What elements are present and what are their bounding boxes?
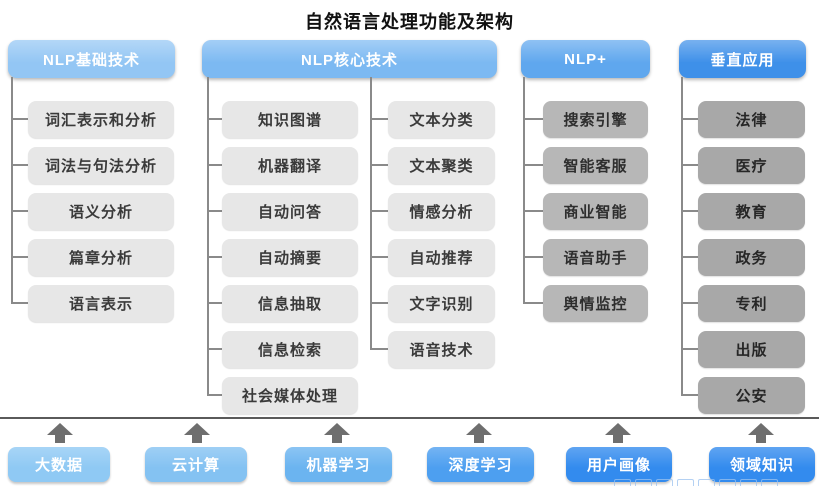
- node-semantic-analysis: 语义分析: [28, 193, 174, 230]
- connector-stub: [681, 348, 698, 350]
- connector-stub: [207, 210, 222, 212]
- connector-stub: [681, 210, 698, 212]
- foundation-user-profile: 用户画像: [566, 447, 672, 482]
- foundation-cloud-computing: 云计算: [145, 447, 247, 482]
- connector-stub: [523, 118, 543, 120]
- node-sentiment-analysis: 情感分析: [388, 193, 495, 230]
- connector-stub: [370, 302, 388, 304]
- header-nlp-plus: NLP+: [521, 40, 650, 78]
- node-law: 法律: [698, 101, 805, 138]
- connector-stub: [207, 118, 222, 120]
- connector-stub: [11, 302, 28, 304]
- connector-stub: [523, 256, 543, 258]
- up-arrow-stem: [474, 434, 484, 443]
- node-education: 教育: [698, 193, 805, 230]
- node-question-answering: 自动问答: [222, 193, 358, 230]
- node-social-media-processing: 社会媒体处理: [222, 377, 358, 414]
- node-information-retrieval: 信息检索: [222, 331, 358, 368]
- connector-stub: [370, 348, 388, 350]
- connector-stub: [681, 164, 698, 166]
- node-business-intelligence: 商业智能: [543, 193, 648, 230]
- up-arrow-icon: [466, 423, 492, 435]
- node-patent: 专利: [698, 285, 805, 322]
- connector-line: [681, 77, 683, 395]
- connector-stub: [681, 118, 698, 120]
- connector-stub: [11, 210, 28, 212]
- foundation-machine-learning: 机器学习: [285, 447, 392, 482]
- connector-stub: [207, 256, 222, 258]
- connector-stub: [207, 302, 222, 304]
- connector-stub: [207, 348, 222, 350]
- node-language-representation: 语言表示: [28, 285, 174, 322]
- up-arrow-icon: [47, 423, 73, 435]
- connector-stub: [681, 302, 698, 304]
- node-public-security: 公安: [698, 377, 805, 414]
- up-arrow-stem: [55, 434, 65, 443]
- node-speech-technology: 语音技术: [388, 331, 495, 368]
- connector-stub: [207, 394, 222, 396]
- node-discourse-analysis: 篇章分析: [28, 239, 174, 276]
- node-text-clustering: 文本聚类: [388, 147, 495, 184]
- node-morphology-syntax: 词法与句法分析: [28, 147, 174, 184]
- connector-line: [11, 77, 13, 303]
- connector-line: [207, 77, 209, 395]
- foundation-domain-knowledge: 领域知识: [709, 447, 815, 482]
- up-arrow-icon: [605, 423, 631, 435]
- up-arrow-icon: [748, 423, 774, 435]
- node-lexical-representation: 词汇表示和分析: [28, 101, 174, 138]
- node-information-extraction: 信息抽取: [222, 285, 358, 322]
- connector-stub: [523, 302, 543, 304]
- connector-stub: [370, 256, 388, 258]
- connector-stub: [11, 256, 28, 258]
- connector-stub: [523, 210, 543, 212]
- diagram-title: 自然语言处理功能及架构: [305, 12, 514, 32]
- up-arrow-icon: [324, 423, 350, 435]
- up-arrow-stem: [756, 434, 766, 443]
- header-nlp-basic: NLP基础技术: [8, 40, 175, 78]
- node-auto-recommendation: 自动推荐: [388, 239, 495, 276]
- up-arrow-stem: [332, 434, 342, 443]
- node-government: 政务: [698, 239, 805, 276]
- connector-line: [370, 77, 372, 349]
- node-publishing: 出版: [698, 331, 805, 368]
- node-voice-assistant: 语音助手: [543, 239, 648, 276]
- connector-stub: [11, 164, 28, 166]
- up-arrow-icon: [184, 423, 210, 435]
- foundation-big-data: 大数据: [8, 447, 110, 482]
- connector-stub: [11, 118, 28, 120]
- connector-line: [523, 77, 525, 303]
- connector-stub: [370, 210, 388, 212]
- node-knowledge-graph: 知识图谱: [222, 101, 358, 138]
- node-machine-translation: 机器翻译: [222, 147, 358, 184]
- header-nlp-core: NLP核心技术: [202, 40, 497, 78]
- node-search-engine: 搜索引擎: [543, 101, 648, 138]
- connector-stub: [370, 164, 388, 166]
- up-arrow-stem: [613, 434, 623, 443]
- node-ocr: 文字识别: [388, 285, 495, 322]
- connector-stub: [681, 256, 698, 258]
- watermark-cutoff: [614, 479, 809, 486]
- separator-line: [0, 417, 819, 419]
- connector-stub: [207, 164, 222, 166]
- foundation-deep-learning: 深度学习: [427, 447, 534, 482]
- header-vertical-apps: 垂直应用: [679, 40, 806, 78]
- node-opinion-monitoring: 舆情监控: [543, 285, 648, 322]
- node-text-classification: 文本分类: [388, 101, 495, 138]
- node-auto-summarization: 自动摘要: [222, 239, 358, 276]
- connector-stub: [681, 394, 698, 396]
- connector-stub: [370, 118, 388, 120]
- node-medical: 医疗: [698, 147, 805, 184]
- up-arrow-stem: [192, 434, 202, 443]
- connector-stub: [523, 164, 543, 166]
- node-smart-customer-service: 智能客服: [543, 147, 648, 184]
